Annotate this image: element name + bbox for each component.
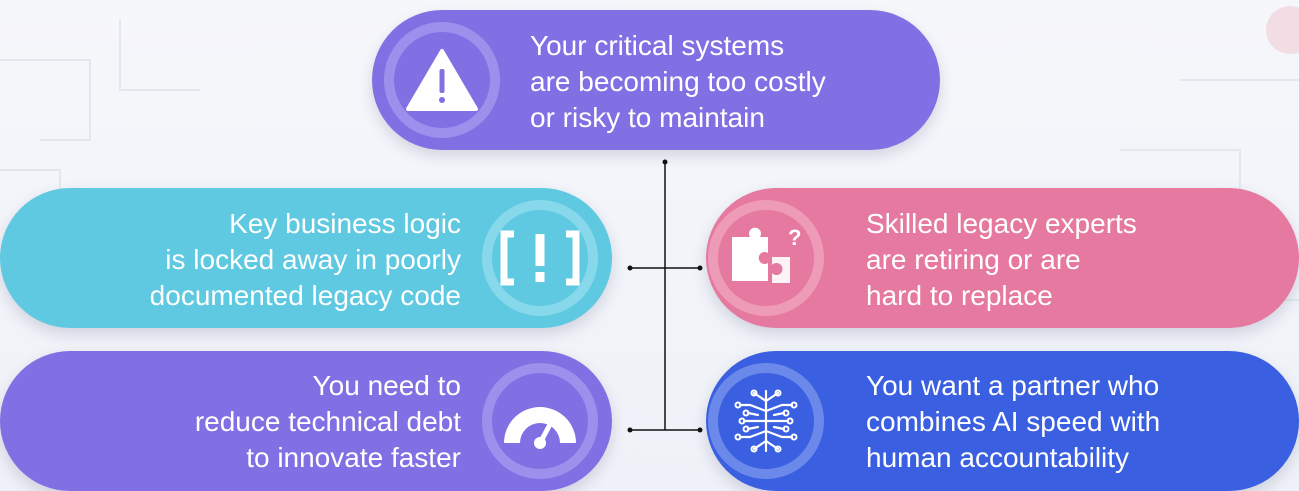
card-mid-right-line-1: Skilled legacy experts — [866, 208, 1137, 239]
card-bottom-left-line-3: to innovate faster — [246, 442, 461, 473]
speedometer-gauge-icon — [504, 407, 576, 449]
card-mid-left-line-3: documented legacy code — [149, 280, 461, 311]
card-bottom-right-line-3: human accountability — [866, 442, 1130, 473]
card-mid-left-text: Key business logic is locked away in poo… — [150, 206, 461, 314]
card-mid-right-line-3: hard to replace — [866, 280, 1053, 311]
svg-text:?: ? — [788, 225, 801, 250]
card-mid-right-line-2: are retiring or are — [866, 244, 1081, 275]
card-bottom-left-line-1: You need to — [312, 370, 461, 401]
warning-triangle-icon — [406, 49, 478, 111]
card-mid-right-icon-circle: ? — [708, 200, 824, 316]
card-bottom-right-icon-circle — [708, 363, 824, 479]
card-bottom-left-line-2: reduce technical debt — [194, 406, 461, 437]
card-mid-left-icon-circle — [482, 200, 598, 316]
card-mid-left-line-2: is locked away in poorly — [165, 244, 461, 275]
card-top-icon-circle — [384, 22, 500, 138]
card-top-line-3: or risky to maintain — [530, 102, 765, 133]
code-alert-brackets-icon — [500, 230, 580, 286]
card-bottom-right-line-2: combines AI speed with — [866, 406, 1161, 437]
card-mid-left-line-1: Key business logic — [229, 208, 461, 239]
card-top-line-2: are becoming too costly — [530, 66, 826, 97]
puzzle-question-icon: ? — [732, 225, 801, 283]
card-bottom-right-line-1: You want a partner who — [866, 370, 1160, 401]
card-top-text: Your critical systems are becoming too c… — [530, 28, 826, 136]
card-bottom-left-text: You need to reduce technical debt to inn… — [195, 368, 461, 476]
card-mid-right-text: Skilled legacy experts are retiring or a… — [866, 206, 1137, 314]
ai-circuit-brain-icon — [734, 389, 798, 453]
card-bottom-left-icon-circle — [482, 363, 598, 479]
card-top-line-1: Your critical systems — [530, 30, 785, 61]
card-bottom-right-text: You want a partner who combines AI speed… — [866, 368, 1160, 476]
